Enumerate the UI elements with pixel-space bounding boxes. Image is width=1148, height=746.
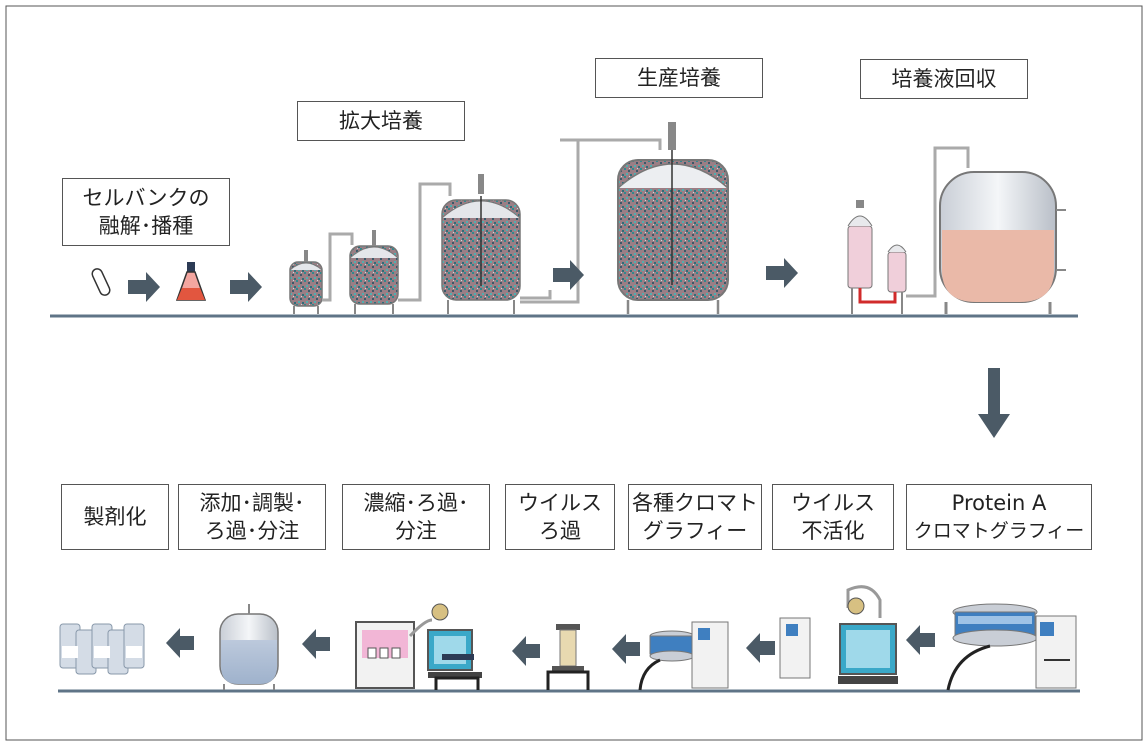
arrow-left-icon	[906, 625, 935, 655]
arrow-down-icon	[978, 368, 1010, 438]
bioreactor-small-icon	[289, 250, 323, 314]
harvest-filter-icon	[847, 200, 907, 314]
step-label-line: 添加･調製･	[199, 491, 305, 515]
step-label-chromatography: 各種クロマト グラフィー	[628, 484, 762, 550]
outer-border	[5, 5, 1143, 741]
arrow-right-icon	[766, 258, 798, 288]
protein-a-column-icon	[946, 603, 1077, 691]
step-label-virus-inactivation: ウイルス 不活化	[772, 484, 894, 550]
step-label-formulation: 添加･調製･ ろ過･分注	[178, 484, 326, 550]
step-label-virus-filtration: ウイルス ろ過	[505, 484, 615, 550]
formulation-tank-icon	[219, 604, 279, 690]
arrow-right-icon	[128, 272, 160, 302]
step-label-line: グラフィー	[642, 519, 748, 543]
step-label-line: ウイルス	[518, 491, 602, 515]
step-label-finishing: 製剤化	[61, 484, 169, 550]
step-label-line: 分注	[395, 519, 437, 543]
step-label-line: 製剤化	[83, 505, 147, 529]
arrow-right-icon	[553, 260, 584, 290]
virus-inactivation-tank-icon	[779, 585, 898, 684]
step-label-production: 生産培養	[595, 58, 763, 98]
step-label-line: 培養液回収	[891, 67, 997, 91]
step-label-concentration: 濃縮･ろ過･ 分注	[342, 484, 490, 550]
step-label-protein-a: Protein A クロマトグラフィー	[906, 484, 1092, 550]
arrow-left-icon	[512, 636, 540, 666]
harvest-tank-icon	[939, 171, 1066, 314]
step-label-line: 拡大培養	[339, 109, 423, 133]
bioreactor-large-icon	[441, 174, 521, 314]
step-label-line: ろ過･分注	[204, 519, 300, 543]
step-label-line: クロマトグラフィー	[913, 520, 1085, 542]
step-label-line: Protein A	[951, 491, 1047, 515]
arrow-left-icon	[612, 634, 640, 664]
arrow-left-icon	[746, 633, 775, 663]
production-bioreactor-icon	[617, 122, 729, 314]
step-label-line: ろ過	[539, 519, 581, 543]
step-label-harvest: 培養液回収	[860, 59, 1028, 99]
virus-filter-icon	[546, 624, 590, 690]
step-label-line: ウイルス	[791, 491, 875, 515]
cell-bank-vial-icon	[91, 268, 111, 296]
step-label-line: 融解･播種	[98, 214, 194, 238]
step-label-expansion: 拡大培養	[297, 101, 465, 141]
step-label-line: 生産培養	[637, 66, 721, 90]
step-label-thaw: セルバンクの 融解･播種	[62, 178, 230, 246]
chromatography-skid-icon	[638, 621, 729, 691]
arrow-right-icon	[230, 272, 262, 302]
concentration-station-icon	[355, 603, 482, 690]
arrow-left-icon	[302, 629, 330, 659]
product-vials-icon	[59, 623, 145, 675]
arrow-left-icon	[166, 628, 194, 658]
flask-icon	[175, 262, 207, 301]
step-label-line: 各種クロマト	[632, 491, 758, 515]
step-label-line: セルバンクの	[82, 186, 210, 210]
bioreactor-medium-icon	[349, 230, 399, 314]
step-label-line: 不活化	[801, 519, 865, 543]
step-label-line: 濃縮･ろ過･	[363, 491, 469, 515]
